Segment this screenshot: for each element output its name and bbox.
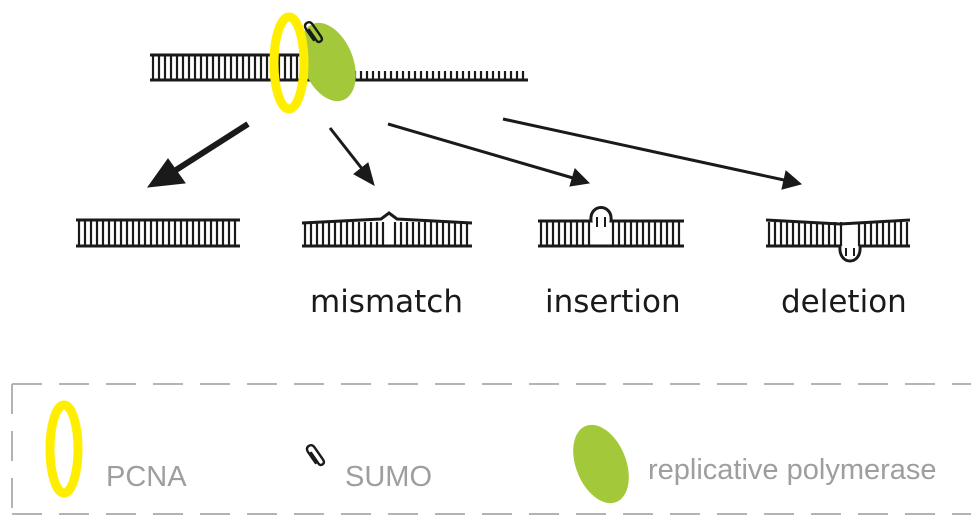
dna-insertion xyxy=(538,206,684,248)
arrows xyxy=(146,117,803,190)
replication-complex xyxy=(150,12,528,114)
arrow-to-correct xyxy=(146,121,250,188)
legend-label-sumo: SUMO xyxy=(345,461,432,493)
polymerase-legend-icon xyxy=(573,424,629,504)
dna-correct xyxy=(76,218,240,248)
outcome-label-insertion: insertion xyxy=(545,284,681,320)
pcna-legend-icon xyxy=(45,400,83,498)
legend-box xyxy=(11,383,971,517)
sumo-legend-icon xyxy=(305,443,326,467)
outcome-label-mismatch: mismatch xyxy=(310,284,464,320)
polymerase-shape xyxy=(300,22,356,102)
outcome-label-deletion: deletion xyxy=(781,284,907,320)
arrow-to-insertion xyxy=(387,122,591,187)
legend-label-polymerase: replicative polymerase xyxy=(648,454,937,486)
pcna-ring xyxy=(269,12,309,114)
dna-mismatch xyxy=(301,211,473,248)
arrow-to-deletion xyxy=(502,117,803,190)
arrow-to-mismatch xyxy=(328,127,375,187)
legend-label-pcna: PCNA xyxy=(106,461,187,493)
dna-deletion xyxy=(765,218,911,263)
sumo-icon xyxy=(303,20,324,44)
